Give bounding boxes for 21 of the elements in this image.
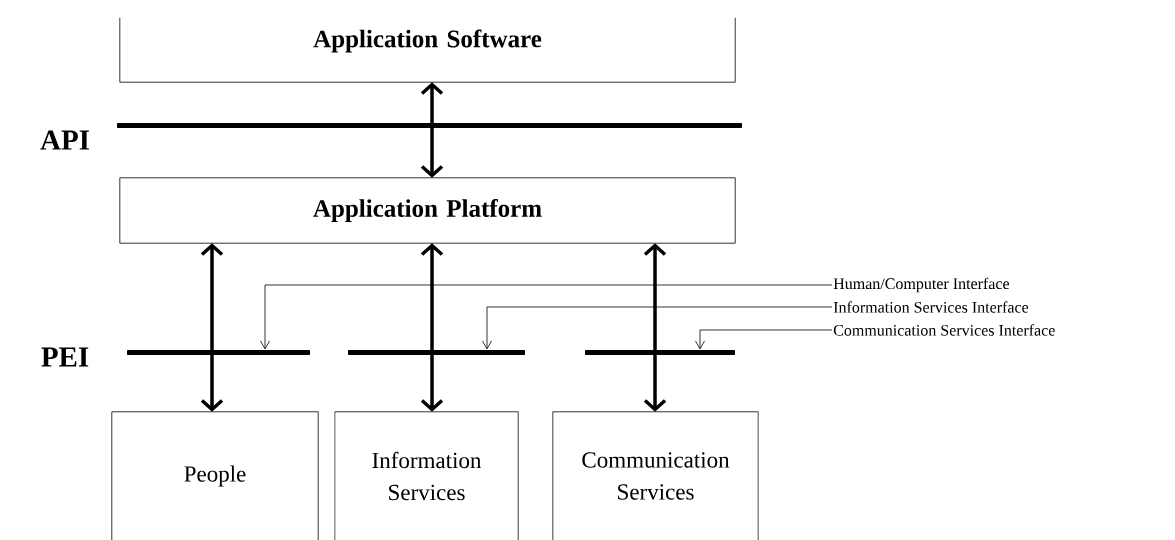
leader-line: [260, 284, 833, 350]
interface-bar: [127, 350, 310, 355]
interface-label: Communication Services Interface: [833, 324, 1055, 336]
double-arrow: [420, 243, 444, 412]
interface-label: Human/Computer Interface: [833, 277, 1010, 293]
double-arrow: [420, 82, 444, 178]
interface-bar: [585, 350, 735, 355]
layer-label: PEI: [41, 347, 89, 367]
interface-bar: [117, 123, 742, 128]
layer-box: Application Platform: [119, 177, 736, 244]
layer-box: Communication Services: [552, 411, 759, 540]
layer-box: People: [111, 411, 319, 540]
leader-line: [695, 329, 833, 350]
leader-line: [482, 306, 833, 350]
layer-box: Information Services: [334, 411, 519, 540]
double-arrow: [643, 243, 667, 412]
layer-label: API: [40, 130, 89, 150]
double-arrow: [200, 243, 224, 412]
interface-bar: [348, 350, 525, 355]
layer-box: Application Software: [119, 17, 736, 83]
interface-label: Information Services Interface: [833, 301, 1029, 313]
